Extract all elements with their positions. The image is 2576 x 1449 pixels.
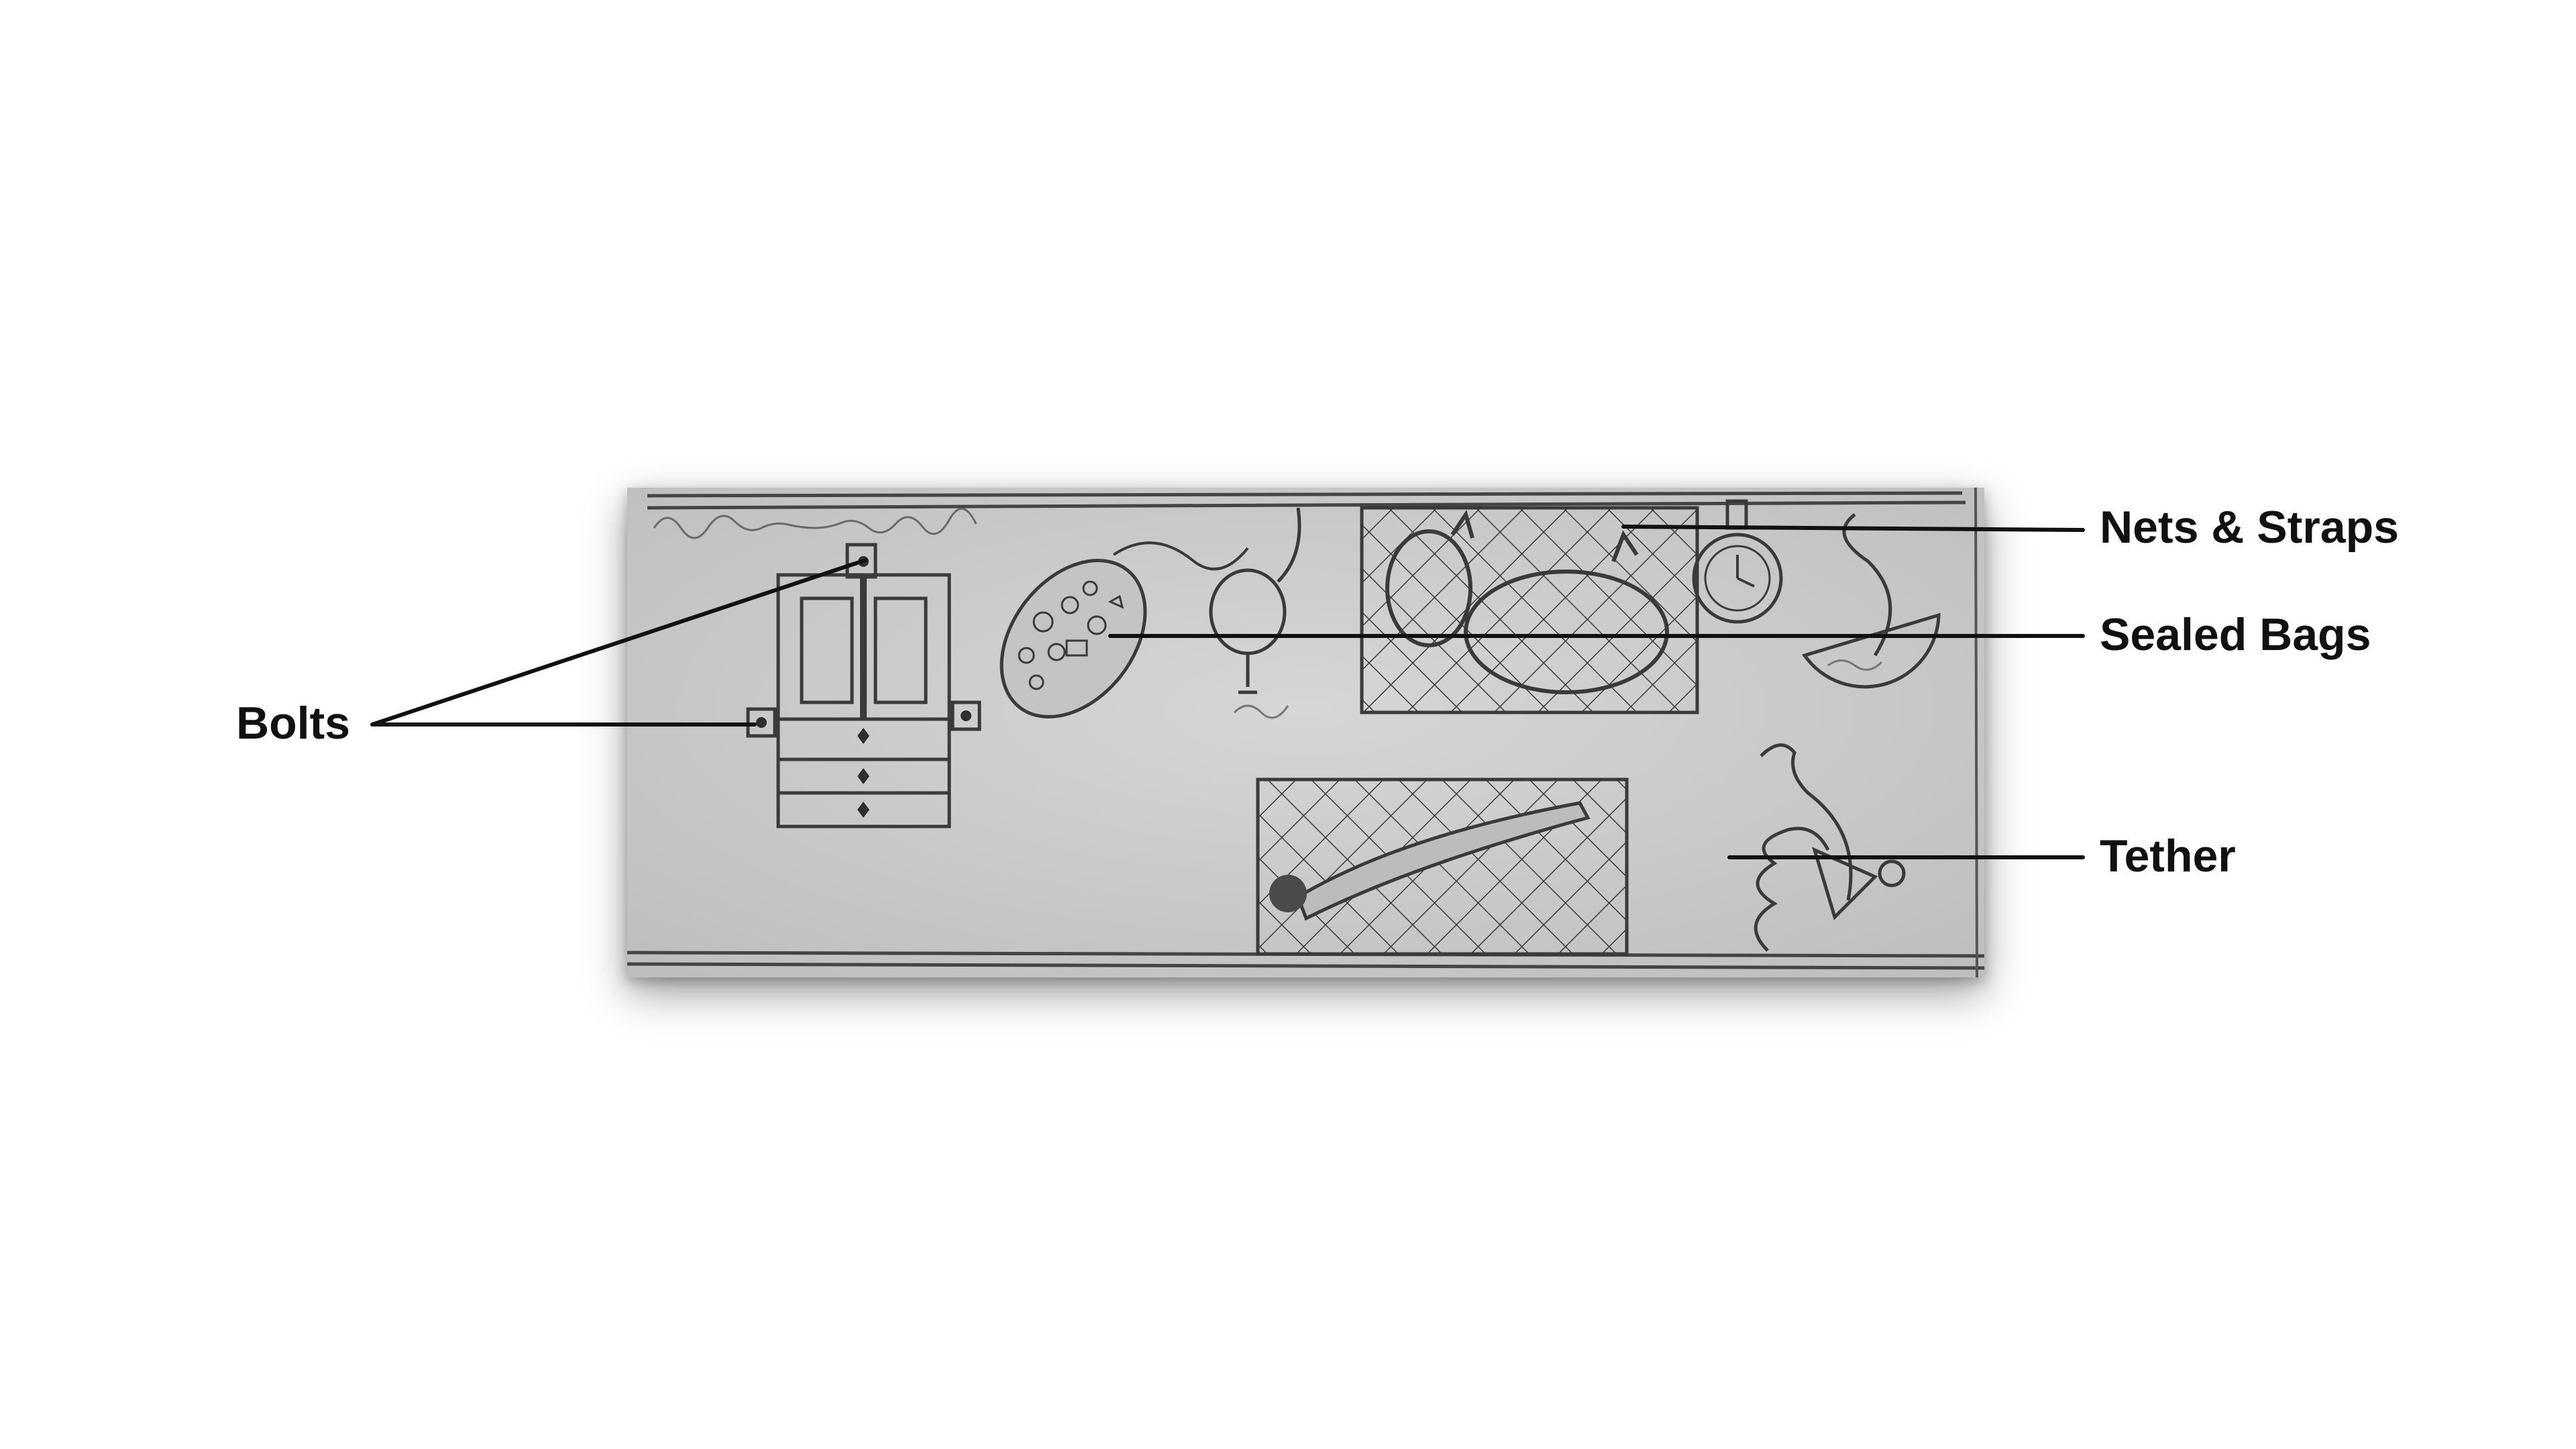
label-sealed-bags: Sealed Bags: [2100, 612, 2371, 657]
upper-net-drawing: [1362, 508, 1697, 712]
label-nets-straps: Nets & Straps: [2100, 504, 2399, 550]
lower-net-drawing: [1258, 780, 1627, 954]
right-frame-edge: [1976, 488, 1977, 977]
label-tether: Tether: [2100, 833, 2236, 879]
sketch-image: [627, 488, 1984, 977]
label-bolts: Bolts: [236, 700, 350, 746]
